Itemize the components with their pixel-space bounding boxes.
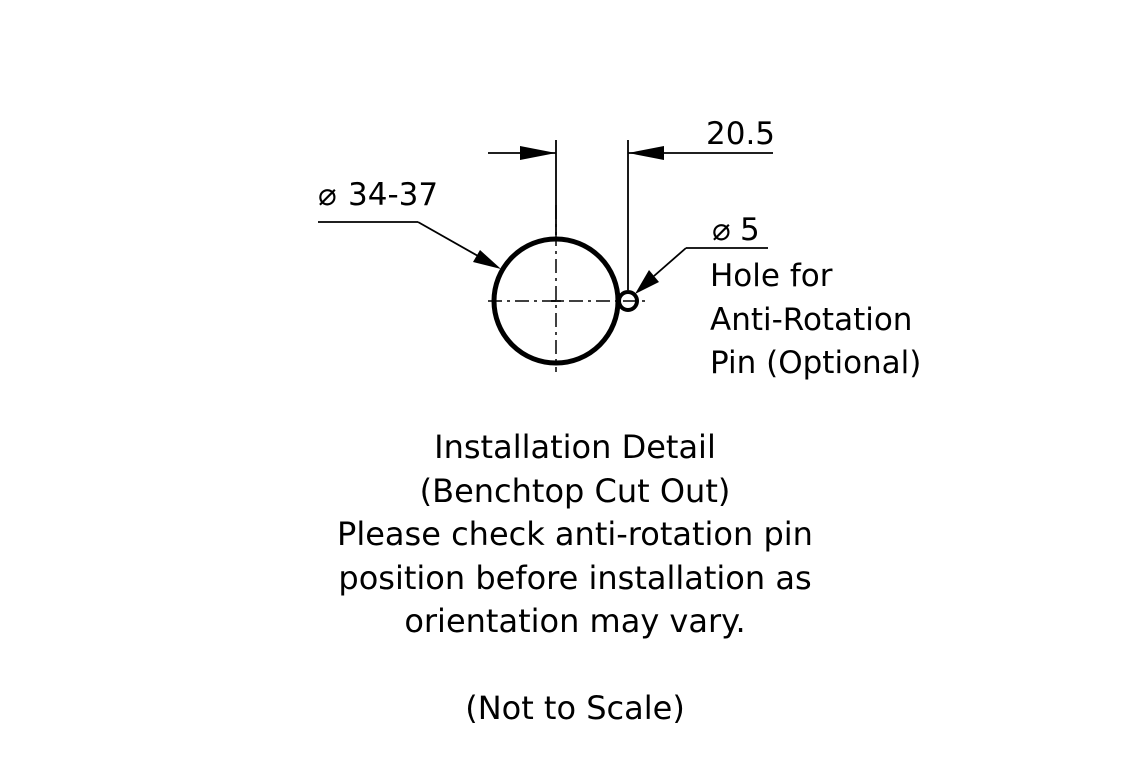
arrowhead-right bbox=[628, 146, 664, 160]
pin-diameter-label: 5 bbox=[740, 212, 760, 248]
offset-dimension: 20.5 bbox=[488, 116, 775, 160]
caption-subtitle: (Benchtop Cut Out) bbox=[419, 471, 731, 510]
leader-arrowhead-pin bbox=[635, 270, 659, 294]
arrowhead-left bbox=[520, 146, 556, 160]
diameter-symbol-main: ⌀ bbox=[318, 177, 337, 213]
scale-note: (Not to Scale) bbox=[465, 689, 685, 727]
pin-diameter-callout: ⌀ 5 Hole for Anti-Rotation Pin (Optional… bbox=[635, 212, 921, 381]
diameter-symbol-pin: ⌀ bbox=[712, 212, 731, 248]
leader-arrowhead-main bbox=[473, 250, 501, 269]
caption-title: Installation Detail bbox=[434, 428, 716, 466]
leader-line-pin bbox=[653, 247, 687, 277]
main-diameter-label: 34-37 bbox=[348, 177, 438, 213]
pin-note-line-2: Anti-Rotation bbox=[710, 302, 912, 338]
caption-spacer bbox=[270, 644, 880, 688]
caption-note-line-2: position before installation as bbox=[338, 558, 812, 597]
pin-note-line-3: Pin (Optional) bbox=[710, 345, 921, 381]
drawing-caption: Installation Detail (Benchtop Cut Out) P… bbox=[270, 426, 880, 731]
caption-note-line-1: Please check anti-rotation pin bbox=[337, 515, 813, 553]
leader-line-main bbox=[417, 221, 479, 257]
caption-note-line-3: orientation may vary. bbox=[404, 602, 746, 640]
pin-note-line-1: Hole for bbox=[710, 258, 833, 294]
offset-dimension-label: 20.5 bbox=[706, 116, 775, 152]
main-diameter-callout: ⌀ 34-37 bbox=[318, 177, 501, 269]
